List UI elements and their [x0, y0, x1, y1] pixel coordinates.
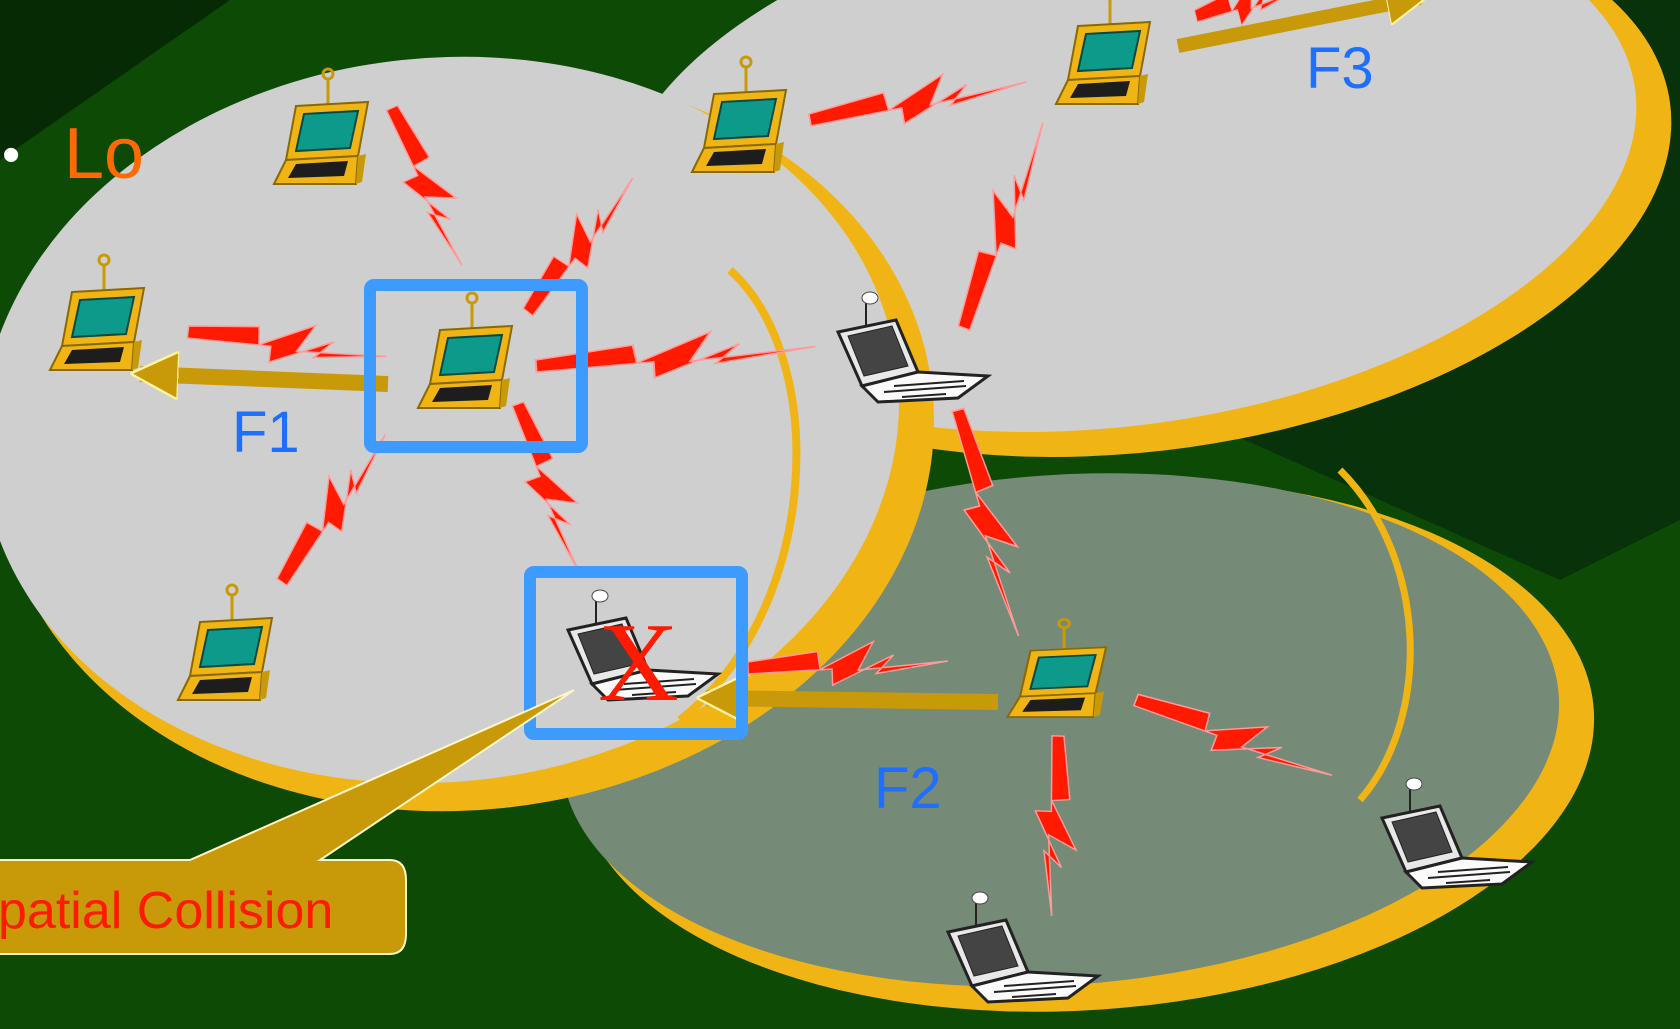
- bullet-point: •: [2, 126, 20, 184]
- flow-arrow-icon: [1176, 0, 1420, 53]
- collision-callout: patial Collision: [0, 689, 575, 955]
- flow-arrow-icon: [706, 698, 999, 702]
- background-corner: [0, 0, 230, 160]
- collision-x-mark: X: [598, 601, 679, 725]
- cell-f1-rim: [677, 267, 801, 724]
- flow-arrows: [140, 0, 1420, 702]
- sender-highlight-box: [364, 279, 588, 453]
- collision-highlight-box: [524, 566, 748, 740]
- cell-f2-rim: [1337, 467, 1414, 803]
- flow-label-f3: F3: [1306, 36, 1374, 101]
- flow-arrow-icon: [140, 374, 389, 384]
- bullet-text: Lo: [64, 114, 144, 194]
- flow-label-f2: F2: [874, 756, 942, 821]
- flow-label-f1: F1: [232, 400, 300, 465]
- collision-callout-text: patial Collision: [0, 882, 333, 940]
